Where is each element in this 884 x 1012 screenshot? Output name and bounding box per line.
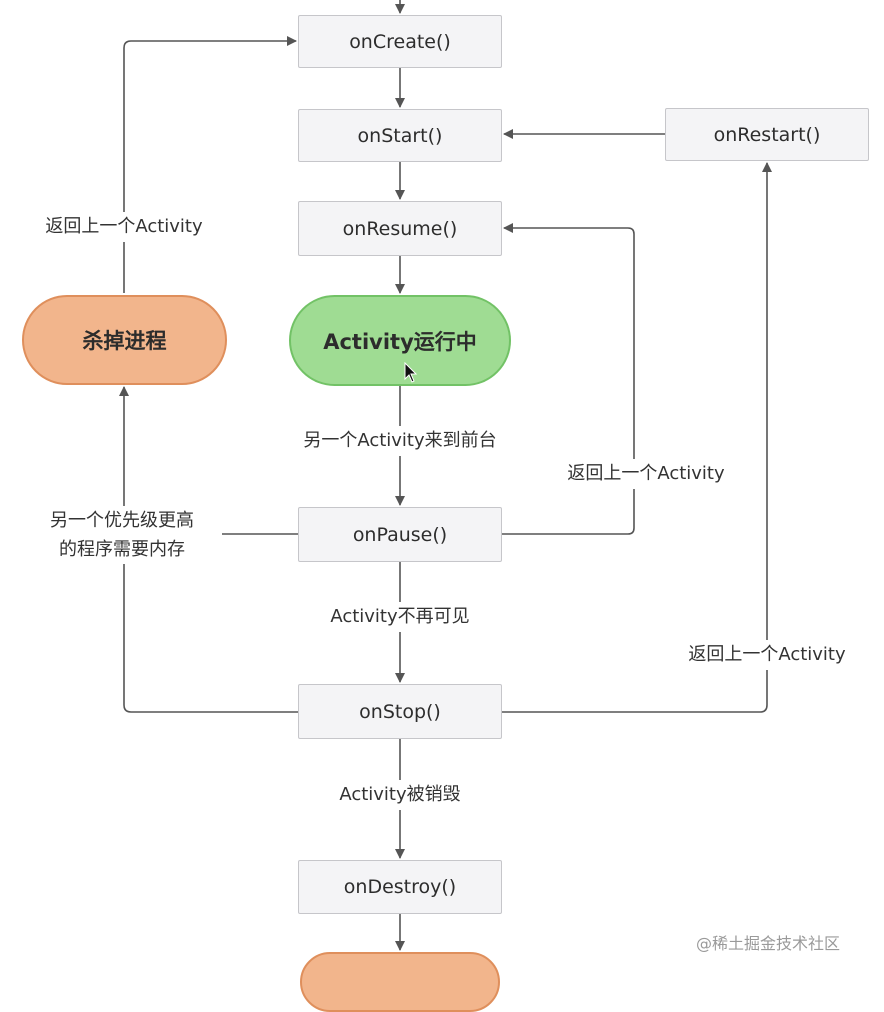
label-back-to-create: 返回上一个Activity	[28, 212, 220, 242]
on-start-label: onStart()	[357, 124, 443, 147]
arrow-stop-restart	[502, 162, 772, 713]
on-restart-label: onRestart()	[713, 123, 821, 146]
arrow-pause-resume	[502, 223, 635, 535]
label-destroyed: Activity被销毁	[322, 780, 478, 810]
activity-destroyed-node	[300, 952, 500, 1012]
label-not-visible: Activity不再可见	[312, 602, 488, 632]
kill-process-node: 杀掉进程	[22, 295, 227, 385]
on-restart-node: onRestart()	[665, 108, 869, 161]
on-pause-label: onPause()	[352, 523, 448, 546]
label-higher-priority-line2: 的程序需要内存	[59, 539, 185, 560]
on-create-node: onCreate()	[298, 15, 502, 68]
activity-running-label: Activity运行中	[323, 329, 477, 354]
watermark-text: @稀土掘金技术社区	[696, 934, 841, 953]
on-create-label: onCreate()	[349, 30, 451, 53]
arrow-stop-kill	[119, 386, 298, 713]
on-start-node: onStart()	[298, 109, 502, 162]
label-higher-priority-line1: 另一个优先级更高	[50, 510, 194, 531]
on-resume-node: onResume()	[298, 201, 502, 256]
label-another-to-front: 另一个Activity来到前台	[278, 426, 522, 456]
kill-process-label: 杀掉进程	[82, 329, 167, 353]
on-resume-label: onResume()	[342, 217, 458, 240]
mouse-cursor-icon	[404, 362, 418, 383]
label-higher-priority: 另一个优先级更高 的程序需要内存	[22, 506, 222, 564]
label-back-to-restart: 返回上一个Activity	[670, 640, 864, 670]
on-destroy-node: onDestroy()	[298, 860, 502, 914]
on-pause-node: onPause()	[298, 507, 502, 562]
label-back-to-resume: 返回上一个Activity	[550, 459, 742, 489]
activity-running-node: Activity运行中	[289, 295, 511, 386]
on-stop-node: onStop()	[298, 684, 502, 739]
on-destroy-label: onDestroy()	[343, 876, 457, 898]
arrow-kill-create	[123, 36, 297, 293]
on-stop-label: onStop()	[359, 700, 441, 723]
activity-lifecycle-diagram: onCreate() onStart() onRestart() onResum…	[22, 0, 869, 1012]
